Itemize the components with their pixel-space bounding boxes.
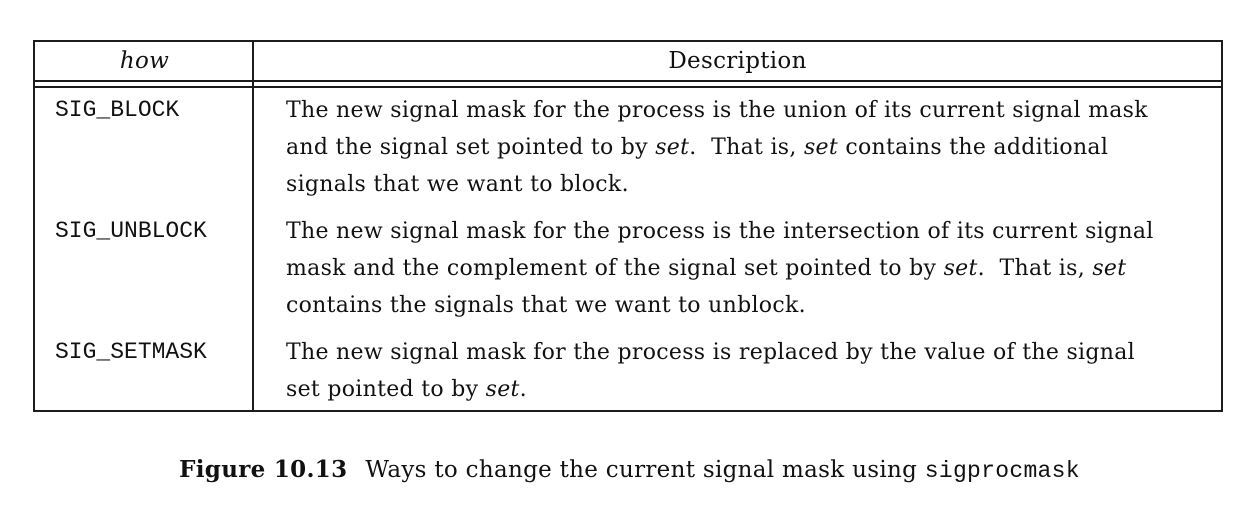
figure-table: how Description SIG_BLOCK The new signal … bbox=[33, 40, 1223, 412]
double-rule-spacer bbox=[35, 82, 1221, 88]
column-divider bbox=[252, 42, 254, 410]
text-run: contains the signals that we want to unb… bbox=[286, 293, 806, 318]
italic-term: set bbox=[803, 135, 839, 160]
italic-term: set bbox=[1092, 256, 1127, 281]
text-run: . That is, bbox=[689, 135, 804, 160]
description-line: set pointed to by set. bbox=[286, 371, 1211, 408]
text-run: signals that we want to block. bbox=[286, 172, 629, 197]
text-run: The new signal mask for the process is t… bbox=[286, 219, 1154, 244]
figure-caption-code: sigprocmask bbox=[924, 458, 1080, 484]
figure-caption: Figure 10.13 Ways to change the current s… bbox=[0, 456, 1259, 484]
table-row: SIG_BLOCK The new signal mask for the pro… bbox=[35, 92, 1221, 203]
text-run: The new signal mask for the process is r… bbox=[286, 340, 1135, 365]
description-cell: The new signal mask for the process is t… bbox=[254, 213, 1221, 324]
description-line: The new signal mask for the process is t… bbox=[286, 92, 1211, 129]
description-line: signals that we want to block. bbox=[286, 166, 1211, 203]
header-how: how bbox=[119, 48, 170, 74]
text-run: The new signal mask for the process is t… bbox=[286, 98, 1148, 123]
description-cell: The new signal mask for the process is r… bbox=[254, 334, 1221, 408]
figure-caption-label: Figure 10.13 bbox=[179, 456, 348, 483]
how-cell: SIG_BLOCK bbox=[55, 97, 180, 123]
description-cell: The new signal mask for the process is t… bbox=[254, 92, 1221, 203]
italic-term: set bbox=[655, 135, 690, 160]
text-run: . bbox=[519, 377, 527, 402]
italic-term: set bbox=[943, 256, 978, 281]
description-line: and the signal set pointed to by set. Th… bbox=[286, 129, 1211, 166]
text-run: contains the additional bbox=[838, 135, 1109, 160]
italic-term: set bbox=[485, 377, 520, 402]
how-cell: SIG_SETMASK bbox=[55, 339, 207, 365]
table-body: SIG_BLOCK The new signal mask for the pro… bbox=[35, 88, 1221, 408]
description-line: The new signal mask for the process is t… bbox=[286, 213, 1211, 250]
table-row: SIG_SETMASK The new signal mask for the p… bbox=[35, 334, 1221, 408]
figure-caption-text: Ways to change the current signal mask u… bbox=[365, 457, 925, 483]
text-run: . That is, bbox=[977, 256, 1093, 281]
description-line: contains the signals that we want to unb… bbox=[286, 287, 1211, 324]
how-cell: SIG_UNBLOCK bbox=[55, 218, 207, 244]
header-description: Description bbox=[668, 48, 807, 74]
text-run: set pointed to by bbox=[286, 377, 486, 402]
table-header-row: how Description bbox=[35, 42, 1221, 82]
text-run: mask and the complement of the signal se… bbox=[286, 256, 944, 281]
description-line: mask and the complement of the signal se… bbox=[286, 250, 1211, 287]
description-line: The new signal mask for the process is r… bbox=[286, 334, 1211, 371]
table-row: SIG_UNBLOCK The new signal mask for the p… bbox=[35, 213, 1221, 324]
text-run: and the signal set pointed to by bbox=[286, 135, 656, 160]
